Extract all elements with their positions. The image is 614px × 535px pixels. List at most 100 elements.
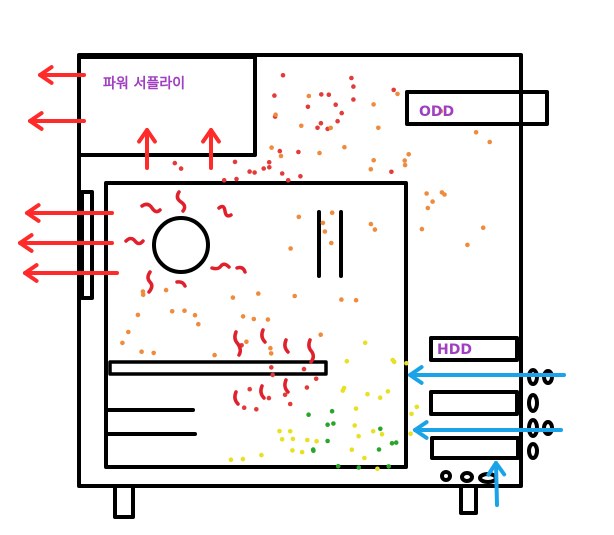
heat-squiggle bbox=[259, 384, 266, 400]
particle-dot bbox=[356, 465, 362, 470]
odd-bay bbox=[405, 90, 549, 126]
particle-dot bbox=[386, 464, 392, 469]
particle-dot bbox=[375, 466, 380, 472]
particle-dot bbox=[353, 297, 359, 303]
particle-dot bbox=[389, 441, 395, 446]
particle-dot bbox=[402, 162, 408, 168]
particle-dot bbox=[241, 405, 247, 411]
particle-dot bbox=[310, 447, 316, 452]
particle-dot bbox=[240, 314, 246, 319]
particle-dot bbox=[265, 317, 271, 322]
particle-dot bbox=[139, 349, 144, 355]
particle-dot bbox=[318, 332, 324, 338]
blue-arrow-icon bbox=[408, 365, 566, 385]
particle-dot bbox=[320, 220, 326, 226]
particle-dot bbox=[328, 125, 334, 131]
particle-dot bbox=[270, 372, 276, 378]
particle-dot bbox=[409, 411, 414, 417]
particle-dot bbox=[353, 406, 359, 411]
case-foot-right bbox=[459, 484, 478, 515]
particle-dot bbox=[371, 158, 377, 163]
particle-dot bbox=[267, 165, 272, 170]
particle-dot bbox=[172, 160, 178, 166]
hdd-bay-3 bbox=[430, 436, 520, 460]
heat-squiggle bbox=[283, 378, 290, 394]
heat-squiggle bbox=[140, 202, 162, 214]
hdd-label: HDD bbox=[437, 342, 472, 358]
particle-dot bbox=[344, 358, 350, 364]
particle-dot bbox=[290, 436, 296, 442]
particle-dot bbox=[342, 144, 347, 150]
particle-dot bbox=[340, 388, 346, 393]
particle-dot bbox=[279, 171, 285, 176]
particle-dot bbox=[232, 159, 238, 165]
particle-dot bbox=[304, 385, 310, 390]
particle-dot bbox=[315, 125, 320, 131]
particle-dot bbox=[402, 158, 408, 163]
heat-squiggle bbox=[235, 265, 247, 274]
particle-dot bbox=[277, 428, 282, 434]
particle-dot bbox=[404, 360, 409, 366]
red-arrow-icon bbox=[18, 233, 114, 253]
particle-dot bbox=[351, 97, 356, 102]
particle-dot bbox=[178, 166, 184, 171]
particle-dot bbox=[273, 112, 278, 117]
graphics-card bbox=[108, 360, 328, 376]
particle-dot bbox=[288, 246, 293, 251]
particle-dot bbox=[299, 123, 304, 129]
particle-dot bbox=[329, 240, 334, 246]
particle-dot bbox=[424, 191, 429, 196]
power-supply-label: 파워 서플라이 bbox=[103, 76, 186, 92]
particle-dot bbox=[278, 153, 284, 159]
particle-dot bbox=[182, 308, 187, 314]
particle-dot bbox=[487, 139, 493, 145]
particle-dot bbox=[362, 340, 368, 346]
particle-dot bbox=[251, 316, 257, 322]
cpu-fan-icon bbox=[152, 216, 210, 274]
red-arrow-icon bbox=[28, 111, 86, 131]
heat-squiggle bbox=[233, 390, 240, 406]
particle-dot bbox=[163, 287, 169, 293]
particle-dot bbox=[279, 437, 285, 442]
particle-dot bbox=[306, 412, 311, 418]
particle-dot bbox=[318, 120, 324, 126]
hdd-bay-1 bbox=[429, 336, 519, 362]
particle-dot bbox=[313, 376, 319, 382]
particle-dot bbox=[140, 292, 146, 298]
particle-dot bbox=[234, 176, 239, 182]
particle-dot bbox=[282, 392, 288, 398]
particle-dot bbox=[135, 312, 141, 318]
heat-squiggle bbox=[124, 236, 145, 246]
particle-dot bbox=[339, 110, 345, 116]
particle-dot bbox=[368, 167, 374, 172]
red-arrow-icon bbox=[38, 65, 86, 85]
particle-dot bbox=[247, 386, 252, 392]
particle-dot bbox=[126, 329, 131, 335]
particle-dot bbox=[317, 150, 322, 156]
particle-dot bbox=[269, 365, 274, 370]
red-arrow-icon bbox=[23, 263, 119, 283]
particle-dot bbox=[419, 226, 425, 232]
particle-dot bbox=[292, 293, 298, 299]
particle-dot bbox=[368, 221, 374, 227]
front-vent-4 bbox=[527, 442, 539, 460]
particle-dot bbox=[389, 169, 394, 175]
particle-dot bbox=[385, 389, 391, 394]
particle-dot bbox=[253, 407, 259, 412]
particle-dot bbox=[301, 366, 307, 372]
particle-dot bbox=[391, 359, 397, 365]
particle-dot bbox=[376, 447, 382, 452]
particle-dot bbox=[365, 391, 370, 397]
particle-dot bbox=[228, 457, 234, 463]
hdd-bay-2 bbox=[429, 390, 519, 416]
particle-dot bbox=[280, 73, 286, 78]
particle-dot bbox=[120, 340, 125, 346]
motherboard bbox=[104, 181, 408, 469]
particle-dot bbox=[326, 92, 332, 97]
bottom-vent-1 bbox=[440, 470, 452, 482]
particle-dot bbox=[379, 431, 385, 437]
particle-dot bbox=[252, 170, 257, 175]
particle-dot bbox=[377, 395, 383, 401]
particle-dot bbox=[370, 428, 376, 434]
case-foot-left bbox=[113, 484, 135, 519]
